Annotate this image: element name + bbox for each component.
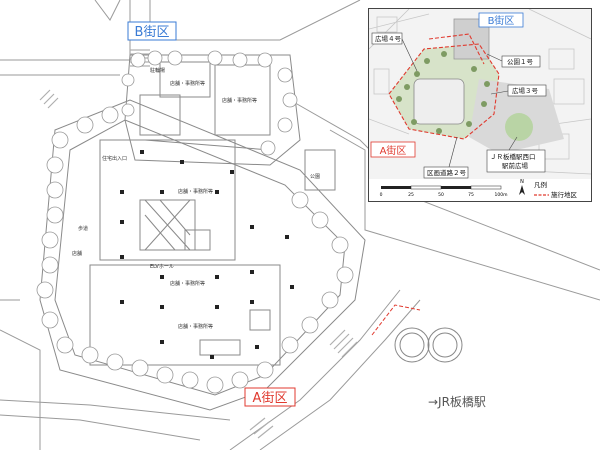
inset-label-a: A街区 <box>370 141 416 158</box>
label-a-shop-3: 店舗・事務所等 <box>178 323 213 330</box>
inset-callouts: 広場４号 公園１号 広場３号 区画道路２号 ＪＲ板橋駅西口 駅前広場 <box>371 32 547 179</box>
inset-map: B街区 A街区 広場４号 公園１号 広場３号 区画道路２号 <box>368 8 592 202</box>
inset-legend: 凡例 施行地区 <box>534 180 578 199</box>
label-a-shop-2: 店舗・事務所等 <box>170 280 205 287</box>
label-elv-hall: ELVホール <box>150 264 174 270</box>
plan-labels: 駐輪場 店舗・事務所等 店舗・事務所等 住宅出入口 店舗・事務所等 店舗・事務所… <box>72 67 320 330</box>
inset-plaza-circle <box>505 113 533 141</box>
svg-text:N: N <box>520 179 524 185</box>
district-boundary-segment <box>371 304 421 336</box>
label-a-shop-1: 店舗・事務所等 <box>178 188 213 195</box>
label-jr-plaza-line2: 駅前広場 <box>502 161 529 170</box>
legend-title: 凡例 <box>534 180 547 189</box>
label-sidewalk: 歩道 <box>78 225 88 232</box>
svg-text:B街区: B街区 <box>488 14 515 27</box>
label-jr-plaza-line1: ＪＲ板橋駅西口 <box>490 152 536 161</box>
inset-svg: B街区 A街区 広場４号 公園１号 広場３号 区画道路２号 <box>368 8 592 201</box>
label-housing-entrance: 住宅出入口 <box>102 155 127 162</box>
svg-text:25: 25 <box>408 192 414 198</box>
inset-trees <box>396 51 490 134</box>
crosswalks <box>39 49 358 439</box>
label-road2: 区画道路２号 <box>427 168 467 177</box>
svg-text:75: 75 <box>468 192 474 198</box>
label-shop: 店舗 <box>72 250 82 257</box>
inset-boundary <box>388 33 500 140</box>
label-park: 公園 <box>310 174 320 180</box>
b-district-text: B街区 <box>135 25 170 40</box>
inset-label-b: B街区 <box>478 12 524 28</box>
a-district-block <box>39 99 366 411</box>
inset-a-building <box>413 78 465 125</box>
a-district-label: A街区 <box>244 387 296 407</box>
label-b-shop-2: 店舗・事務所等 <box>170 80 205 87</box>
svg-text:50: 50 <box>438 192 444 198</box>
svg-text:100m: 100m <box>495 192 508 198</box>
svg-text:A街区: A街区 <box>380 144 407 157</box>
b-district-label: B街区 <box>127 21 177 41</box>
inset-context <box>368 8 592 175</box>
columns <box>120 150 294 359</box>
station-plaza-circles <box>394 327 463 363</box>
a-district-text: A街区 <box>253 391 288 406</box>
label-park1: 公園１号 <box>507 58 534 66</box>
north-arrow: N <box>519 179 525 195</box>
b-district-trees <box>121 50 298 156</box>
a-district-trees <box>36 106 354 394</box>
label-plaza3: 広場３号 <box>512 86 539 95</box>
label-plaza4: 広場４号 <box>375 34 402 43</box>
svg-text:0: 0 <box>380 192 383 198</box>
label-b-shop-1: 店舗・事務所等 <box>222 97 257 104</box>
label-bicycle-parking: 駐輪場 <box>150 67 165 74</box>
legend-item: 施行地区 <box>551 190 578 199</box>
jr-station-direction: →JR板橋駅 <box>428 395 486 409</box>
